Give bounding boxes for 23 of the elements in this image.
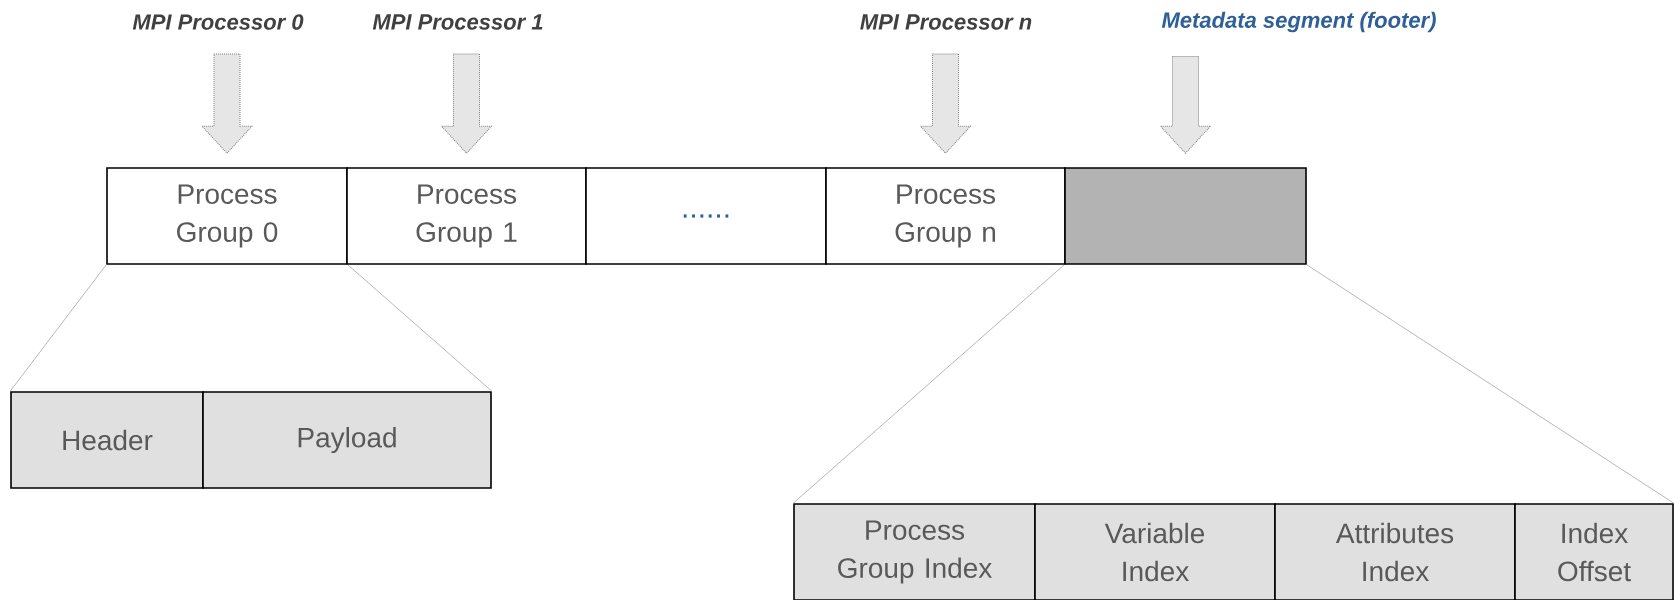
segment-box: Header [10,391,204,489]
segment-box: Process Group Index [793,503,1036,600]
zoom-line [347,264,493,392]
processor-label: MPI Processor 1 [372,14,543,30]
segment-label: Metadata segment (footer) [1161,11,1436,33]
block-arrow [920,53,971,154]
zoom-line [1306,264,1674,504]
metadata-box [1064,167,1307,265]
process-group-box: Process Group 0 [106,167,348,265]
process-group-box: Process Group 1 [346,167,587,265]
segment-box: Variable Index [1034,503,1276,600]
segment-box: Payload [202,391,492,489]
processor-label: MPI Processor 0 [132,14,304,30]
segment-box: Index Offset [1514,503,1674,600]
process-group-box: Process Group n [825,167,1066,265]
block-arrow [201,53,253,154]
block-arrow [441,53,492,154]
block-arrow [1160,55,1211,154]
processor-label: MPI Processor n [860,14,1032,30]
segment-box: Attributes Index [1274,503,1516,600]
zoom-line [9,264,107,392]
ellipsis-box: ...... [585,167,827,265]
zoom-line [792,264,1065,504]
